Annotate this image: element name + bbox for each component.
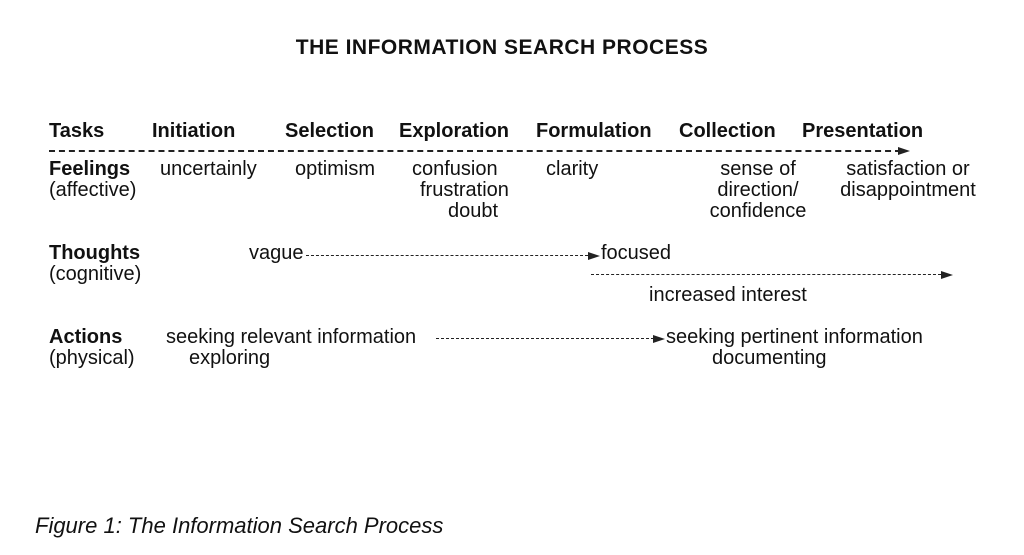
- feeling-collection-line-3: confidence: [709, 200, 807, 222]
- thought-vague: vague: [249, 242, 304, 264]
- feeling-initiation: uncertainly: [160, 159, 257, 180]
- figure-caption: Figure 1: The Information Search Process: [35, 513, 444, 538]
- action-seeking-relevant: seeking relevant information: [166, 326, 417, 348]
- feeling-formulation-line: clarity: [546, 158, 599, 180]
- stage-divider-line: [49, 150, 901, 152]
- feelings-label: Feelings: [49, 158, 131, 180]
- feeling-presentation-line-2: disappointment: [840, 179, 976, 201]
- feeling-collection-line-2: direction/: [717, 179, 799, 201]
- interest-arrowhead: [941, 271, 953, 279]
- stage-collection: Collection: [679, 120, 776, 142]
- feelings-sublabel: (affective): [49, 179, 137, 201]
- feeling-selection-line: optimism: [295, 158, 376, 180]
- stage-initiation: Initiation: [152, 120, 236, 142]
- thought-progress-arrowhead: [588, 252, 600, 260]
- interest-line: [591, 274, 941, 275]
- feeling-collection: sense of direction/ confidence: [700, 159, 816, 222]
- action-seeking-pertinent: seeking pertinent information: [666, 326, 923, 348]
- feeling-initiation-line: uncertainly: [160, 158, 257, 180]
- actions-sublabel: (physical): [49, 347, 135, 369]
- feeling-selection: optimism: [295, 159, 375, 180]
- feeling-collection-line-1: sense of: [720, 158, 796, 180]
- tasks-label: Tasks: [49, 120, 105, 142]
- stage-exploration: Exploration: [399, 120, 510, 142]
- diagram-title: THE INFORMATION SEARCH PROCESS: [295, 36, 709, 59]
- action-progress-arrowhead: [653, 335, 665, 343]
- thought-progress-line: [306, 255, 588, 256]
- action-progress-line: [436, 338, 654, 339]
- feeling-presentation-line-1: satisfaction or: [846, 158, 970, 180]
- action-exploring: exploring: [189, 347, 271, 369]
- thoughts-sublabel: (cognitive): [49, 263, 142, 285]
- stage-presentation: Presentation: [802, 120, 924, 142]
- stage-formulation: Formulation: [536, 120, 652, 142]
- thought-increased-interest: increased interest: [649, 284, 807, 306]
- thought-focused: focused: [601, 242, 672, 264]
- stage-selection: Selection: [285, 120, 374, 142]
- feeling-exploration-line-1: confusion: [412, 158, 498, 180]
- feeling-presentation: satisfaction or disappointment: [830, 159, 986, 201]
- action-documenting: documenting: [712, 347, 827, 369]
- actions-label: Actions: [49, 326, 123, 348]
- feeling-formulation: clarity: [546, 159, 598, 180]
- thoughts-label: Thoughts: [49, 242, 141, 264]
- feeling-exploration-line-2: frustration: [420, 179, 509, 201]
- feeling-exploration-line-3: doubt: [448, 200, 499, 222]
- stage-divider-arrowhead: [898, 147, 910, 155]
- feeling-exploration: confusion frustration doubt: [400, 159, 550, 222]
